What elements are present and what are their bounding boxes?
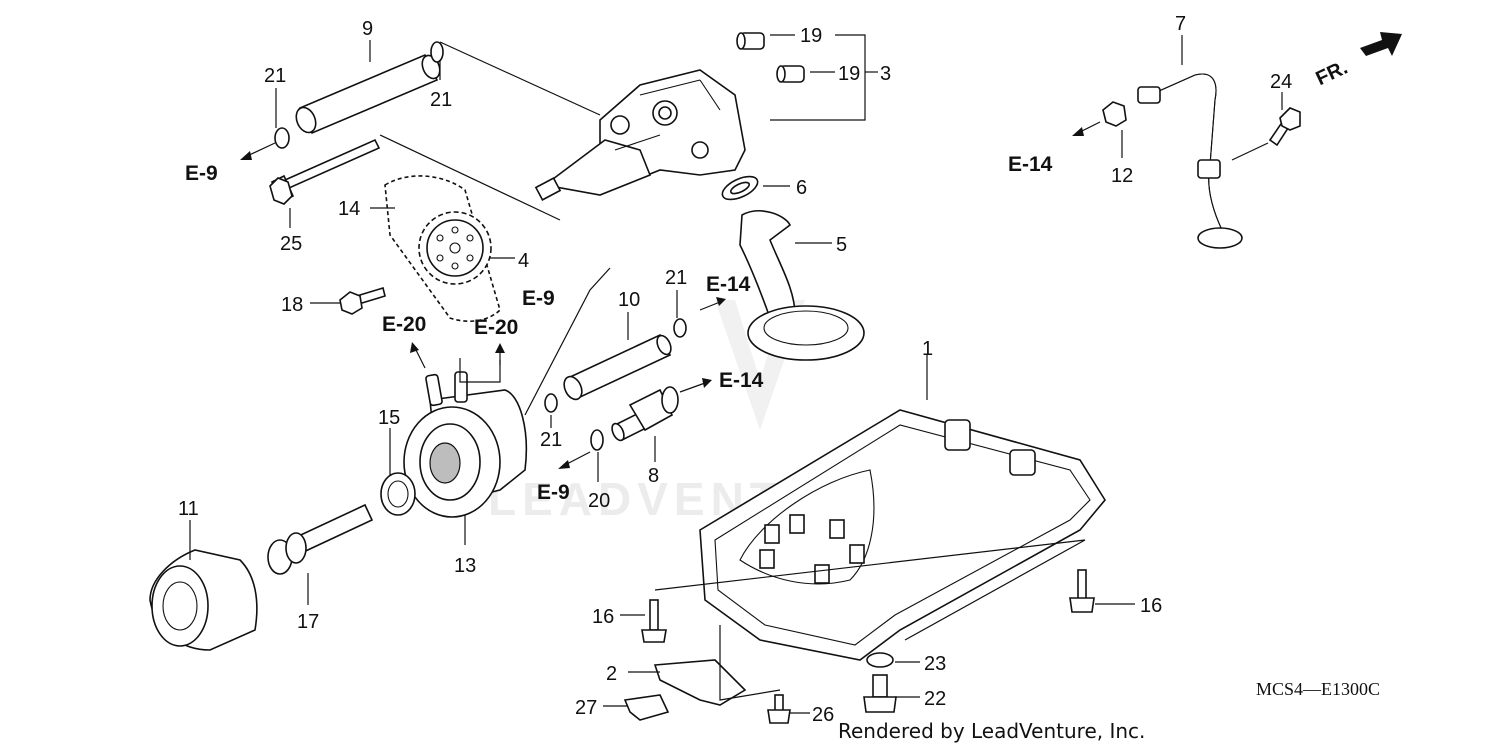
part-label-1: 1 (922, 338, 933, 360)
part-label-19-top: 19 (800, 25, 822, 47)
part-label-26: 26 (812, 704, 834, 726)
part-labels: 1 2 3 4 5 6 7 8 9 10 11 12 13 14 15 16 1… (178, 13, 1292, 726)
part-label-24: 24 (1270, 71, 1292, 93)
part-label-12: 12 (1111, 165, 1133, 187)
drain-bolt-22 (863, 674, 897, 713)
part-label-21-low: 21 (540, 429, 562, 451)
part-label-21-mid: 21 (665, 267, 687, 289)
reference-arrows (240, 121, 1101, 469)
part-label-22: 22 (924, 688, 946, 710)
part-label-4: 4 (518, 250, 529, 272)
part-label-9: 9 (362, 18, 373, 40)
bolt-26 (767, 694, 791, 724)
bolt-24 (1268, 107, 1301, 147)
part-label-19-low: 19 (838, 63, 860, 85)
leader-lines (189, 34, 1283, 714)
oil-filter (149, 549, 258, 651)
nut-12 (1102, 101, 1127, 127)
clip-27 (623, 694, 670, 721)
part-label-27: 27 (575, 697, 597, 719)
washer-21-mid (673, 318, 687, 338)
part-label-25: 25 (280, 233, 302, 255)
joint-8 (611, 386, 679, 442)
part-label-17: 17 (297, 611, 319, 633)
ref-e14-mid: E-14 (719, 369, 764, 392)
part-label-16-right: 16 (1140, 595, 1162, 617)
part-label-18: 18 (281, 294, 303, 316)
fr-label: FR. (1313, 57, 1351, 91)
bracket-2 (653, 659, 747, 706)
ref-e14-top: E-14 (706, 273, 751, 296)
part-label-21-left: 21 (264, 65, 286, 87)
diagram-code: MCS4—E1300C (1256, 679, 1380, 699)
bolt-18 (339, 286, 386, 315)
ref-e20-a: E-20 (382, 313, 426, 336)
ref-e20-b: E-20 (474, 316, 518, 339)
oil-pipe-10 (563, 333, 672, 401)
o-ring-15 (380, 472, 416, 516)
part-label-13: 13 (454, 555, 476, 577)
cooler-bolt-17 (267, 503, 374, 575)
part-label-3: 3 (880, 63, 891, 85)
part-label-10: 10 (618, 289, 640, 311)
bolt-16-left (641, 599, 667, 643)
part-label-15: 15 (378, 407, 400, 429)
washer-20 (590, 429, 604, 451)
dipstick (1137, 73, 1243, 249)
part-label-7: 7 (1175, 13, 1186, 35)
section-references: E-9 E-9 E-9 E-14 E-14 E-14 E-20 E-20 (185, 153, 1053, 504)
sprocket-4 (418, 211, 492, 285)
credit-text: Rendered by LeadVenture, Inc. (838, 719, 1145, 743)
ref-e9-low: E-9 (537, 481, 570, 504)
oil-cooler (403, 371, 528, 518)
washer-21-left (274, 127, 290, 149)
washer-23 (866, 652, 894, 668)
oil-strainer (739, 210, 865, 361)
part-label-21-top: 21 (430, 89, 452, 111)
ref-e9-mid: E-9 (522, 287, 555, 310)
part-label-16-left: 16 (592, 606, 614, 628)
ref-e14-right: E-14 (1008, 153, 1053, 176)
dowel-pins (736, 32, 805, 83)
part-label-20: 20 (588, 490, 610, 512)
part-label-14: 14 (338, 198, 360, 220)
oil-pump-assembly (534, 69, 746, 201)
o-ring-6 (721, 175, 759, 201)
part-label-2: 2 (606, 663, 617, 685)
oil-pipe-9 (295, 53, 441, 135)
oil-pan (699, 409, 1106, 661)
o-ring-15-inner (387, 480, 409, 508)
washer-21-top (430, 41, 444, 63)
part-label-11: 11 (178, 498, 199, 520)
part-label-8: 8 (648, 465, 659, 487)
washer-21-low (544, 393, 558, 413)
front-direction-arrow: FR. (1313, 32, 1402, 90)
bolt-16-right (1069, 569, 1095, 613)
bolt-25 (269, 138, 381, 205)
part-label-6: 6 (796, 177, 807, 199)
ref-e9-left: E-9 (185, 162, 218, 185)
part-label-5: 5 (836, 234, 847, 256)
part-label-23: 23 (924, 653, 946, 675)
